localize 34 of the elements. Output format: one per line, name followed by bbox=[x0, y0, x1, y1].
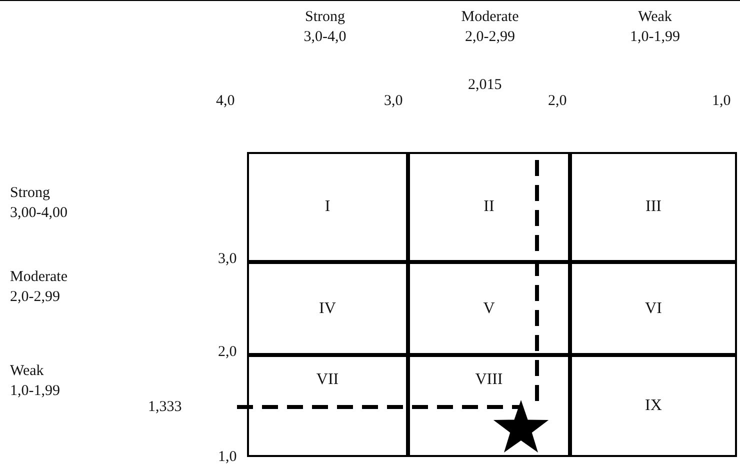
category-label: Weak 1,0-1,99 bbox=[629, 8, 681, 46]
tick-label: 4,0 bbox=[216, 92, 235, 111]
category-label: Strong 3,00-4,00 bbox=[10, 184, 68, 222]
matrix-cell bbox=[408, 262, 570, 355]
tick-label: 2,0 bbox=[218, 343, 237, 362]
cell-numeral: I bbox=[324, 198, 330, 216]
tick-label: 1,0 bbox=[218, 448, 237, 467]
value-label: 2,015 bbox=[468, 76, 502, 95]
tick-label: 3,0 bbox=[384, 92, 403, 111]
matrix-cell bbox=[247, 262, 408, 355]
matrix-cell bbox=[570, 262, 737, 355]
cell-numeral: IX bbox=[645, 397, 662, 415]
star-marker bbox=[492, 398, 550, 454]
matrix-cell bbox=[570, 152, 737, 262]
cell-numeral: VII bbox=[316, 371, 339, 389]
matrix-cell bbox=[247, 355, 408, 457]
cell-numeral: III bbox=[646, 198, 662, 216]
tick-label: 2,0 bbox=[548, 92, 567, 111]
matrix-cell bbox=[570, 355, 737, 457]
matrix-cell bbox=[408, 152, 570, 262]
category-label: Strong 3,0-4,0 bbox=[302, 8, 348, 46]
category-label: Moderate 2,0-2,99 bbox=[460, 8, 520, 46]
category-label: Weak 1,0-1,99 bbox=[10, 362, 61, 400]
matrix-cell bbox=[408, 355, 570, 457]
category-label: Moderate 2,0-2,99 bbox=[10, 268, 68, 306]
tick-label: 1,0 bbox=[712, 92, 731, 111]
value-label: 1,333 bbox=[148, 398, 182, 417]
cell-numeral: VIII bbox=[475, 371, 503, 389]
cell-numeral: IV bbox=[319, 300, 336, 318]
cell-numeral: VI bbox=[645, 300, 662, 318]
matrix-cell bbox=[247, 152, 408, 262]
tick-label: 3,0 bbox=[218, 250, 237, 269]
cell-numeral: V bbox=[483, 300, 495, 318]
cell-numeral: II bbox=[484, 198, 494, 216]
